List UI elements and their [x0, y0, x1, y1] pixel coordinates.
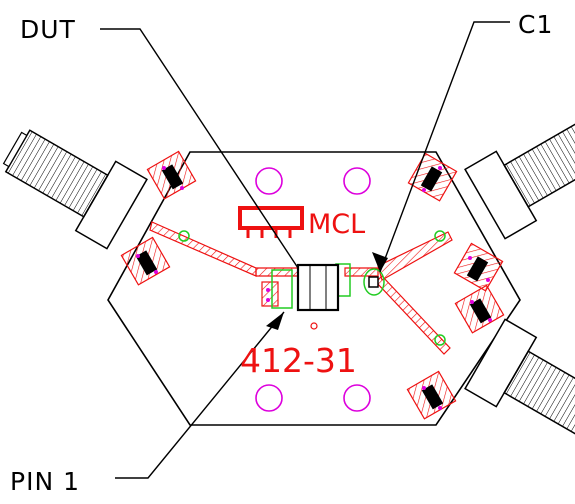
dut-package: [296, 263, 340, 330]
part-number: 412-31: [240, 341, 357, 380]
mounting-holes: [255, 167, 371, 412]
vias: [136, 166, 492, 410]
sma-connector-icon: [2, 129, 148, 250]
rf-traces: [149, 221, 453, 355]
c1-capacitor: [368, 276, 379, 288]
dut-label: DUT: [20, 15, 76, 44]
callout-arrows: [266, 252, 388, 330]
callout-leaders: [100, 21, 510, 479]
sma-connector-icon: [464, 119, 575, 240]
logo-text: MCL: [308, 209, 365, 240]
sma-connector-icon: [464, 318, 575, 439]
edge-pads: [120, 150, 505, 420]
mcl-logo-icon: [238, 206, 304, 238]
c1-label: C1: [518, 10, 553, 39]
pin1-label: PIN 1: [10, 467, 80, 496]
component-pads: [178, 230, 446, 346]
